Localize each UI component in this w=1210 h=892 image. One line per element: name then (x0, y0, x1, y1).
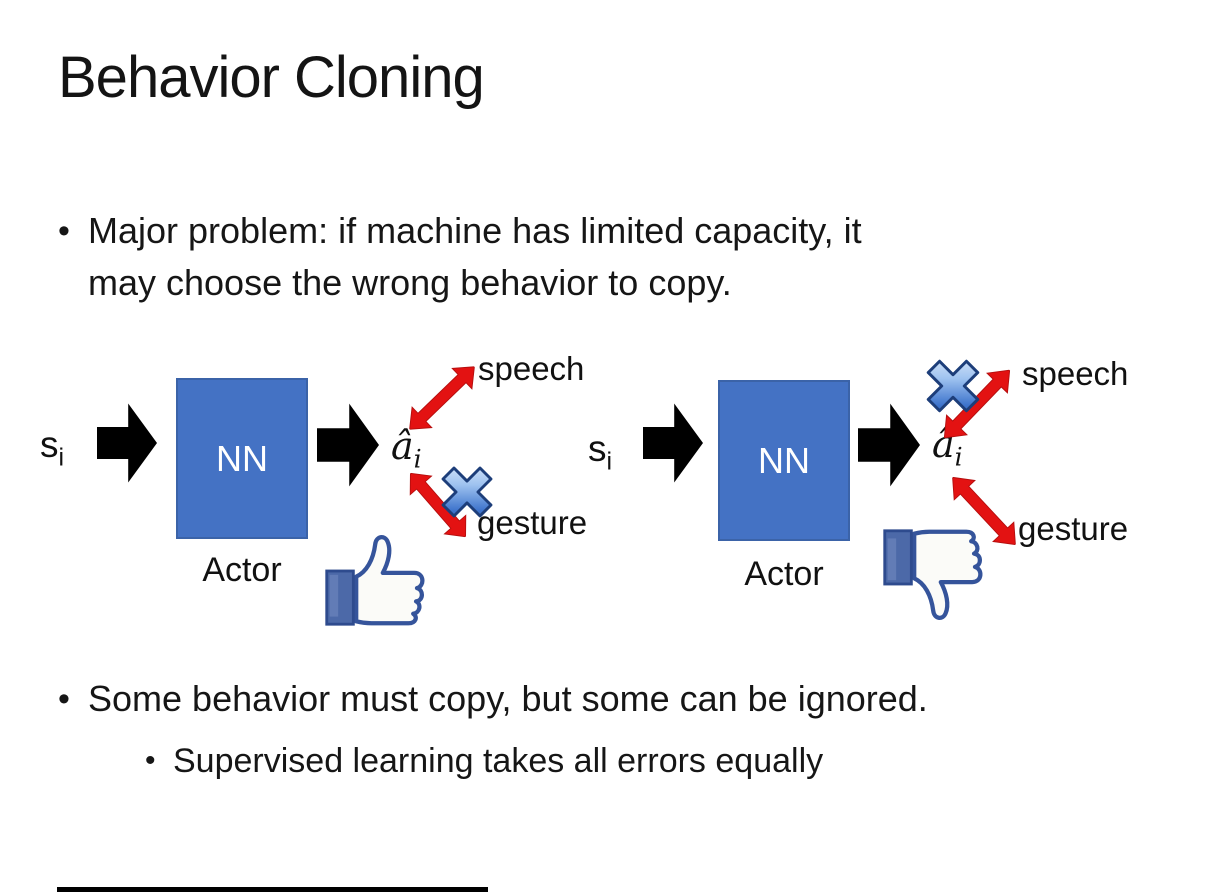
nn-label: NN (216, 437, 268, 479)
speech-label: speech (478, 350, 585, 387)
bullet-major-problem: • Major problem: if machine has limited … (58, 205, 862, 309)
bottom-edge-line (57, 887, 488, 892)
speech-arrow-icon (398, 355, 486, 442)
bullet-line-2: may choose the wrong behavior to copy. (88, 262, 732, 303)
output-arrow-icon (858, 403, 920, 487)
actor-label: Actor (744, 555, 824, 593)
input-arrow-icon (643, 403, 703, 483)
cross-out-icon (913, 346, 993, 426)
actor-label: Actor (202, 551, 282, 589)
bullet-some-behavior: • Some behavior must copy, but some can … (58, 673, 928, 725)
input-arrow-icon (97, 403, 157, 483)
slide-title: Behavior Cloning (58, 45, 485, 110)
bullet-text: Some behavior must copy, but some can be… (88, 678, 928, 719)
thumbs-up-icon (320, 533, 438, 628)
gesture-label: gesture (477, 504, 588, 541)
output-action-label: âi (391, 424, 422, 474)
bullet-marker: • (145, 744, 156, 777)
bullet-text: Supervised learning takes all errors equ… (173, 742, 824, 780)
bullet-supervised-learning: • Supervised learning takes all errors e… (145, 738, 823, 784)
output-arrow-icon (317, 403, 379, 487)
input-state-label: si (40, 424, 65, 472)
bullet-marker: • (58, 680, 70, 718)
bullet-line-1: Major problem: if machine has limited ca… (88, 210, 862, 251)
bullet-marker: • (58, 212, 70, 250)
thumbs-down-icon (878, 527, 996, 622)
input-state-label: si (588, 428, 613, 476)
nn-box: NN (718, 380, 850, 541)
nn-label: NN (758, 439, 810, 481)
gesture-label: gesture (1018, 510, 1129, 547)
bullet-text: Major problem: if machine has limited ca… (88, 205, 862, 309)
nn-box: NN (176, 378, 308, 539)
speech-label: speech (1022, 355, 1129, 392)
